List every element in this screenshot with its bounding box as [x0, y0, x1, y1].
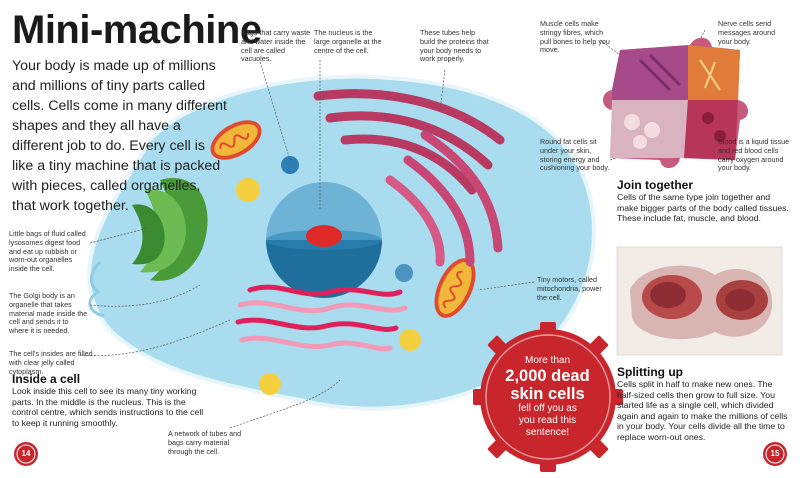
label-tubes: These tubes help build the proteins that… [420, 28, 489, 64]
inside-cell-body: Look inside this cell to see its many ti… [12, 386, 204, 428]
splitting-up-body: Cells split in half to make new ones. Th… [617, 379, 788, 442]
splitting-up-heading: Splitting up [617, 365, 683, 379]
section-inside-cell: Inside a cell Look inside this cell to s… [12, 372, 212, 428]
page-gear-right [763, 442, 787, 466]
badge-line-1: More than [524, 355, 571, 366]
badge-line-3: skin cells [510, 385, 585, 403]
golgi-body [132, 178, 208, 281]
page-number-left-text: 14 [21, 449, 31, 458]
lysosome [399, 329, 421, 351]
fact-badge-text: More than 2,000 dead skin cells fell off… [490, 355, 605, 439]
label-blood: Blood is a liquid tissue and red blood c… [718, 137, 790, 173]
inside-cell-heading: Inside a cell [12, 372, 81, 386]
page-title: Mini-machine [12, 8, 262, 52]
page-number-right-text: 15 [770, 449, 780, 458]
vacuole [395, 264, 413, 282]
dividing-cell-photo [616, 246, 783, 356]
badge-line-6: sentence! [525, 427, 570, 438]
label-lysosomes: Little bags of fluid called lysosomes di… [9, 229, 86, 274]
label-cytoplasm: The cell's insides are filled with clear… [9, 349, 93, 376]
fact-badge [473, 322, 623, 472]
label-muscle: Muscle cells make stringy fibres, which … [540, 19, 610, 55]
nucleolus [306, 225, 342, 247]
section-splitting-up: Splitting up Cells split in half to make… [617, 365, 789, 442]
label-vacuoles: Bags that carry waste and water inside t… [241, 28, 311, 64]
nucleus [266, 182, 382, 298]
vacuole [281, 156, 299, 174]
page-gear-left [14, 442, 38, 466]
mitochondria [210, 120, 476, 318]
intro-text: Your body is made up of millions and mil… [12, 58, 228, 214]
badge-line-5: you read this [518, 415, 577, 426]
page-number-right: 15 [764, 443, 786, 465]
label-network: A network of tubes and bags carry materi… [168, 429, 242, 456]
lysosome [259, 373, 281, 395]
join-together-body: Cells of the same type join together and… [617, 192, 789, 223]
label-nerve: Nerve cells send messages around your bo… [718, 19, 776, 46]
lysosome [236, 178, 260, 202]
badge-line-4: fell off you as [518, 403, 577, 414]
label-mitochondria: Tiny motors, called mitochondria, power … [537, 275, 602, 302]
smooth-er [235, 284, 408, 352]
tissue-puzzle [603, 37, 749, 169]
section-join-together: Join together Cells of the same type joi… [617, 178, 789, 224]
rough-er [313, 89, 505, 267]
label-golgi: The Golgi body is an organelle that take… [9, 291, 88, 336]
page-number-left: 14 [15, 443, 37, 465]
join-together-heading: Join together [617, 178, 694, 192]
badge-line-2: 2,000 dead [505, 367, 590, 385]
label-nucleus: The nucleus is the large organelle at th… [314, 28, 382, 55]
label-fat: Round fat cells sit under your skin, sto… [540, 137, 610, 173]
